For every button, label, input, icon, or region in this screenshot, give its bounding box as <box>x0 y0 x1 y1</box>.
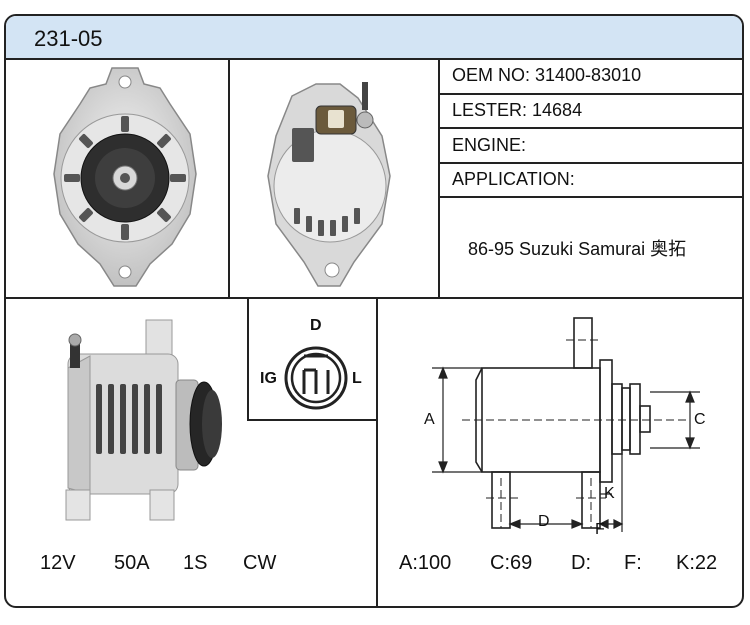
connector-terminal-ig: IG <box>260 370 277 387</box>
divider-info-row3 <box>439 162 744 164</box>
lester-number: LESTER: 14684 <box>452 100 583 120</box>
oem-number: OEM NO: 31400-83010 <box>452 65 642 85</box>
spec-voltage: 12V <box>40 552 76 574</box>
connector-terminal-l: L <box>352 370 362 387</box>
part-number-title: 231-05 <box>34 26 103 51</box>
spec-dimension-k: K:22 <box>676 552 718 574</box>
divider-vertical-bottom-left <box>247 298 249 420</box>
dimension-label-k: K <box>604 485 615 502</box>
application-value: 86-95 Suzuki Samurai 奥拓 <box>468 239 687 259</box>
engine-label: ENGINE: <box>452 135 527 155</box>
spec-dimension-a: A:100 <box>399 552 452 574</box>
spec-dimension-c: C:69 <box>490 552 533 574</box>
connector-plug-diagram <box>284 346 348 410</box>
dimension-label-f: F <box>595 521 605 538</box>
connector-terminal-d: D <box>310 317 322 334</box>
title-bar: 231-05 <box>6 16 742 60</box>
dimension-label-d: D <box>538 513 550 530</box>
divider-info-row2 <box>439 127 744 129</box>
spec-rotation: CW <box>243 552 277 574</box>
divider-horizontal-middle <box>5 297 744 299</box>
alternator-side-view-image <box>65 319 222 521</box>
divider-vertical-top-left <box>228 58 230 298</box>
alternator-rear-view-image <box>267 82 391 287</box>
dimension-label-a: A <box>424 411 435 428</box>
application-label: APPLICATION: <box>452 169 575 189</box>
spec-dimension-d: D: <box>571 552 591 574</box>
divider-vertical-info <box>438 58 440 298</box>
spec-pulley: 1S <box>183 552 208 574</box>
divider-info-row1 <box>439 93 744 95</box>
spec-current: 50A <box>114 552 150 574</box>
divider-connector-bottom <box>247 419 377 421</box>
product-card: 231-05 <box>4 14 744 608</box>
alternator-front-view-image <box>53 67 197 287</box>
divider-vertical-bottom-right <box>376 298 378 608</box>
dimension-label-c: C <box>694 411 706 428</box>
spec-dimension-f: F: <box>624 552 642 574</box>
divider-info-row4 <box>439 196 744 198</box>
